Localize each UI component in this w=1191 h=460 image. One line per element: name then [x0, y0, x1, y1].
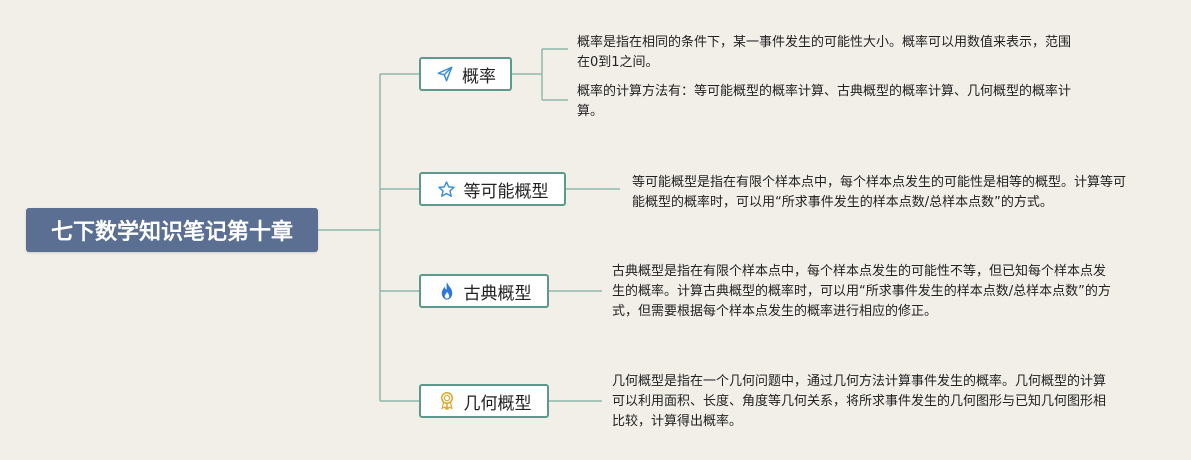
root-topic[interactable]: 七下数学知识笔记第十章: [26, 208, 318, 252]
branch-1-to-notes: [512, 48, 568, 101]
note-probability-definition: 概率是指在相同的条件下，某一事件发生的可能性大小。概率可以用数值来表示，范围在0…: [577, 35, 1072, 70]
note-probability-methods: 概率的计算方法有：等可能概型的概率计算、古典概型的概率计算、几何概型的概率计算。: [577, 84, 1072, 119]
flame-icon: [437, 281, 457, 301]
paper-plane-icon: [435, 64, 455, 84]
note-equally-likely: 等可能概型是指在有限个样本点中，每个样本点发生的可能性是相等的概型。计算等可能概…: [632, 175, 1127, 210]
award-medal-icon: [437, 391, 457, 411]
note-classical: 古典概型是指在有限个样本点中，每个样本点发生的可能性不等，但已知每个样本点发生的…: [612, 264, 1111, 319]
branch-label: 古典概型: [463, 283, 532, 304]
branch-geometric[interactable]: 几何概型: [419, 384, 549, 418]
branch-equally-likely[interactable]: 等可能概型: [419, 172, 566, 206]
root-title: 七下数学知识笔记第十章: [50, 220, 293, 245]
star-outline-icon: [437, 179, 457, 199]
note-geometric: 几何概型是指在一个几何问题中，通过几何方法计算事件发生的概率。几何概型的计算可以…: [612, 374, 1107, 429]
branch-classical[interactable]: 古典概型: [419, 274, 549, 308]
branch-label: 几何概型: [463, 393, 532, 414]
branch-probability[interactable]: 概率: [419, 57, 512, 91]
branch-label: 等可能概型: [463, 181, 549, 202]
branch-label: 概率: [462, 66, 496, 87]
